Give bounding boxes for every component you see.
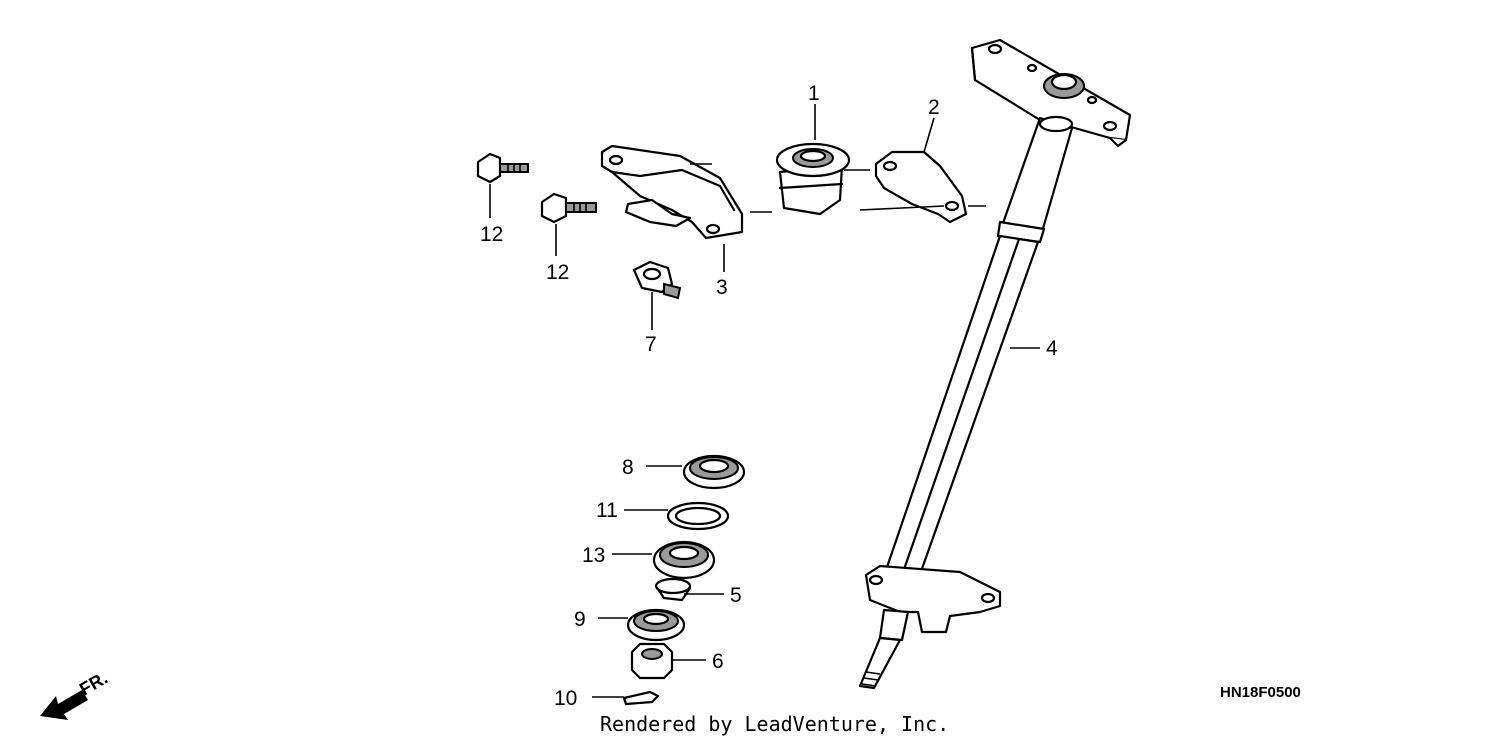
oil-seal-part-9[interactable] (626, 608, 686, 642)
callout-9: 9 (574, 608, 586, 631)
callout-10: 10 (554, 687, 577, 710)
nut-part-6[interactable] (630, 642, 674, 680)
bushing-part-1[interactable] (775, 142, 851, 216)
callout-6: 6 (712, 650, 724, 673)
callout-11: 11 (596, 499, 618, 522)
callout-1: 1 (808, 82, 820, 105)
front-direction-indicator: FR. (40, 668, 111, 720)
figure-code: HN18F0500 (1220, 684, 1301, 701)
callout-labels: 1 2 3 4 5 6 7 8 9 10 11 12 12 13 (480, 82, 1058, 710)
collar-part-5[interactable] (654, 577, 692, 602)
callout-13: 13 (582, 544, 605, 567)
callout-7: 7 (645, 333, 657, 356)
shaft-holder-part-3[interactable] (600, 144, 744, 240)
callout-8: 8 (622, 456, 634, 479)
flange-bolt-part-12-a[interactable] (476, 152, 529, 184)
leader-lines (489, 104, 1040, 698)
clip-part-7[interactable] (632, 260, 682, 300)
callout-12a: 12 (480, 223, 503, 246)
bearing-part-13[interactable] (652, 540, 716, 580)
dust-seal-part-8[interactable] (682, 454, 746, 490)
steering-shaft-part-4[interactable] (858, 38, 1132, 690)
circlip-part-11[interactable] (666, 501, 730, 531)
callout-5: 5 (730, 584, 742, 607)
cotter-pin-part-10[interactable] (622, 690, 660, 706)
callout-12b: 12 (546, 261, 569, 284)
flange-bolt-part-12-b[interactable] (540, 192, 597, 224)
callout-4: 4 (1046, 337, 1058, 360)
render-credit: Rendered by LeadVenture, Inc. (600, 712, 949, 736)
callout-2: 2 (928, 96, 940, 119)
holder-cap-part-2[interactable] (874, 150, 968, 224)
callout-3: 3 (716, 276, 728, 299)
front-arrow-icon (40, 690, 88, 720)
